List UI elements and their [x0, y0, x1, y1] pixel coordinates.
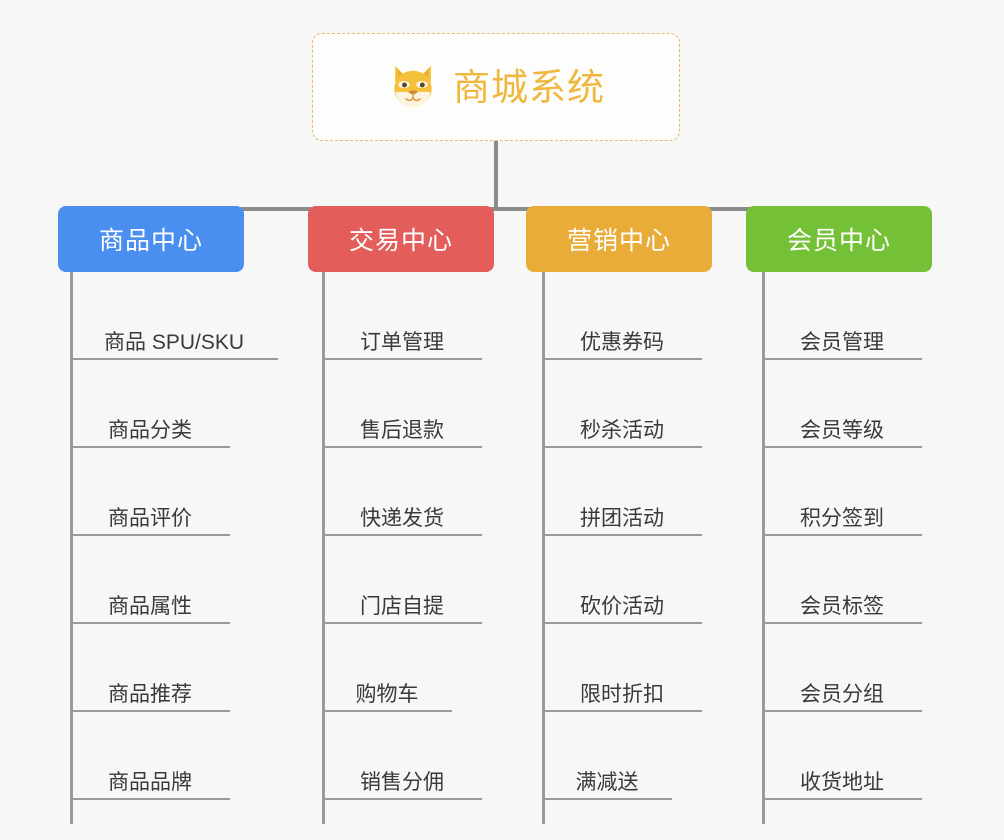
leaf-item[interactable]: 商品评价 [70, 448, 230, 536]
leaf-item[interactable]: 限时折扣 [542, 624, 702, 712]
leaf-item[interactable]: 购物车 [322, 624, 452, 712]
branch-spine-4 [762, 272, 765, 824]
leaf-item[interactable]: 商品分类 [70, 360, 230, 448]
leaf-item[interactable]: 收货地址 [762, 712, 922, 800]
leaf-item[interactable]: 商品属性 [70, 536, 230, 624]
category-label-2: 交易中心 [348, 227, 453, 255]
root-stem-line [494, 141, 498, 211]
leaf-item[interactable]: 商品 SPU/SKU [70, 272, 278, 360]
category-header-3[interactable]: 营销中心 [526, 206, 712, 272]
branch-spine-2 [322, 272, 325, 824]
leaf-item[interactable]: 积分签到 [762, 448, 922, 536]
category-label-1: 商品中心 [98, 227, 203, 255]
category-label-4: 会员中心 [786, 227, 891, 255]
category-header-4[interactable]: 会员中心 [746, 206, 932, 272]
category-header-2[interactable]: 交易中心 [308, 206, 494, 272]
leaf-item[interactable]: 快递发货 [322, 448, 482, 536]
category-label-3: 营销中心 [566, 227, 671, 255]
leaf-item[interactable]: 商品推荐 [70, 624, 230, 712]
shiba-dog-face-icon [394, 65, 432, 109]
leaf-item[interactable]: 商品品牌 [70, 712, 230, 800]
root-title: 商城系统 [453, 66, 605, 108]
branch-bus-line [148, 207, 846, 211]
branch-items-2: 订单管理 售后退款 快递发货 门店自提 购物车 销售分佣 [322, 272, 502, 824]
leaf-item[interactable]: 拼团活动 [542, 448, 702, 536]
leaf-item[interactable]: 会员标签 [762, 536, 922, 624]
leaf-item[interactable]: 订单管理 [322, 272, 482, 360]
branch-spine-3 [542, 272, 545, 824]
category-header-1[interactable]: 商品中心 [58, 206, 244, 272]
branch-items-1: 商品 SPU/SKU 商品分类 商品评价 商品属性 商品推荐 商品品牌 [70, 272, 280, 824]
leaf-item[interactable]: 秒杀活动 [542, 360, 702, 448]
root-node[interactable]: 商城系统 [312, 33, 680, 141]
leaf-item[interactable]: 会员等级 [762, 360, 922, 448]
leaf-item[interactable]: 优惠券码 [542, 272, 702, 360]
branch-spine-1 [70, 272, 73, 824]
leaf-item[interactable]: 售后退款 [322, 360, 482, 448]
leaf-item[interactable]: 门店自提 [322, 536, 482, 624]
leaf-item[interactable]: 会员分组 [762, 624, 922, 712]
branch-items-4: 会员管理 会员等级 积分签到 会员标签 会员分组 收货地址 [762, 272, 942, 824]
leaf-item[interactable]: 满减送 [542, 712, 672, 800]
leaf-item[interactable]: 砍价活动 [542, 536, 702, 624]
leaf-item[interactable]: 销售分佣 [322, 712, 482, 800]
leaf-item[interactable]: 会员管理 [762, 272, 922, 360]
branch-items-3: 优惠券码 秒杀活动 拼团活动 砍价活动 限时折扣 满减送 [542, 272, 722, 824]
